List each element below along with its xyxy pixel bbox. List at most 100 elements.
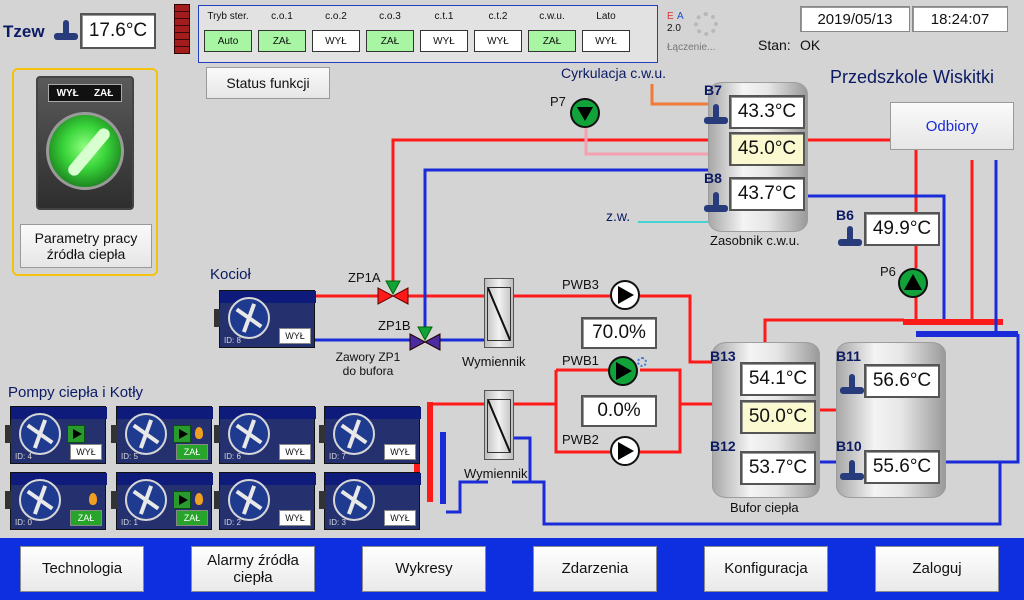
- b12-label: B12: [710, 438, 736, 454]
- pompy-label: Pompy ciepła i Kotły: [8, 384, 144, 401]
- spinner-icon: [694, 12, 718, 36]
- unit-id: ID: 2: [224, 518, 241, 527]
- unit-side-tab: [214, 491, 220, 509]
- unit-side-tab: [319, 491, 325, 509]
- fan-icon: [228, 413, 270, 455]
- b10-label: B10: [836, 438, 862, 454]
- b11-label: B11: [836, 348, 861, 364]
- mode-header: c.o.3: [379, 11, 401, 22]
- pwb2-percent: 0.0%: [581, 395, 657, 427]
- mode-header: c.o.2: [325, 11, 347, 22]
- run-icon: [173, 491, 191, 509]
- unit-id: ID: 4: [15, 452, 32, 461]
- nav-alarmy-button[interactable]: Alarmy źródła ciepła: [191, 546, 315, 592]
- mode-toggle[interactable]: ZAŁ: [258, 30, 306, 52]
- outdoor-sensor-icon: [54, 20, 78, 42]
- unit-status: WYŁ: [279, 444, 311, 460]
- pwb3-pump-icon[interactable]: [610, 280, 640, 310]
- mode-toggle[interactable]: Auto: [204, 30, 252, 52]
- nav-wykresy-button[interactable]: Wykresy: [362, 546, 486, 592]
- conn-e-label: E: [667, 11, 674, 22]
- pwb2-label: PWB2: [562, 432, 599, 447]
- zp1a-valve-icon[interactable]: [376, 280, 410, 308]
- b7-sensor-icon: [704, 104, 728, 126]
- b8-label: B8: [704, 170, 722, 186]
- unit-id: ID: 3: [329, 518, 346, 527]
- unit-status: ZAŁ: [70, 510, 102, 526]
- mode-header: c.o.1: [271, 11, 293, 22]
- parametry-button[interactable]: Parametry pracy źródła ciepła: [20, 224, 152, 268]
- wymiennik2-label: Wymiennik: [464, 466, 528, 481]
- mode-header: c.t.1: [434, 11, 454, 22]
- wymiennik2-icon: [484, 390, 514, 460]
- nav-technologia-button[interactable]: Technologia: [20, 546, 144, 592]
- b13-label: B13: [710, 348, 736, 364]
- zp1b-label: ZP1B: [378, 318, 411, 333]
- p7-pump-icon[interactable]: [570, 98, 600, 128]
- fan-icon: [333, 413, 375, 455]
- conn-version: 2.0: [667, 23, 681, 34]
- fan-icon: [19, 413, 61, 455]
- zp1b-valve-icon[interactable]: [408, 326, 442, 354]
- mode-toggle[interactable]: ZAŁ: [528, 30, 576, 52]
- mode-toggle[interactable]: WYŁ: [312, 30, 360, 52]
- unit-side-tab: [5, 491, 11, 509]
- flame-icon: [89, 493, 97, 505]
- b13-setpoint-display: 50.0°C: [740, 400, 816, 434]
- mode-toggle[interactable]: WYŁ: [582, 30, 630, 52]
- zasobnik-label: Zasobnik c.w.u.: [710, 233, 800, 248]
- mode-toggle[interactable]: ZAŁ: [366, 30, 414, 52]
- b6-display: 49.9°C: [864, 212, 940, 246]
- mode-toggle[interactable]: WYŁ: [420, 30, 468, 52]
- p6-label: P6: [880, 264, 896, 279]
- fan-icon: [125, 413, 167, 455]
- nav-zdarzenia-button[interactable]: Zdarzenia: [533, 546, 657, 592]
- stan-label: Stan:: [758, 37, 791, 53]
- b11-display: 56.6°C: [864, 364, 940, 398]
- bufor-label: Bufor ciepła: [730, 500, 799, 515]
- switch-knob-icon: [46, 112, 124, 190]
- mode-header: Tryb ster.: [207, 11, 249, 22]
- unit-status: WYŁ: [70, 444, 102, 460]
- firewall-icon: [174, 4, 190, 54]
- switch-on-label: ZAŁ: [93, 87, 114, 99]
- nav-konfiguracja-button[interactable]: Konfiguracja: [704, 546, 828, 592]
- unit-id: ID: 1: [121, 518, 138, 527]
- unit-side-tab: [319, 425, 325, 443]
- pwb1-percent: 70.0%: [581, 317, 657, 349]
- site-name: Przedszkole Wiskitki: [830, 67, 995, 87]
- nav-zaloguj-button[interactable]: Zaloguj: [875, 546, 999, 592]
- main-switch[interactable]: WYŁ ZAŁ: [36, 76, 134, 210]
- fan-icon: [228, 479, 270, 521]
- unit-id: ID: 6: [224, 452, 241, 461]
- b10-display: 55.6°C: [864, 450, 940, 484]
- p6-pump-icon[interactable]: [898, 268, 928, 298]
- heat-pump-unit[interactable]: WYŁ ID: 4: [5, 406, 107, 464]
- pwb2-pump-icon[interactable]: [610, 436, 640, 466]
- status-funkcji-button[interactable]: Status funkcji: [206, 67, 330, 99]
- heat-pump-unit[interactable]: WYŁ ID: 6: [214, 406, 316, 464]
- cyrkulacja-label: Cyrkulacja c.w.u.: [561, 65, 667, 81]
- nav-bar: [0, 538, 1024, 600]
- zw-label: z.w.: [606, 208, 631, 224]
- mode-header: c.t.2: [488, 11, 508, 22]
- odbiory-button[interactable]: Odbiory: [890, 102, 1014, 150]
- pwb1-gear-icon: [637, 357, 647, 367]
- mode-toggle[interactable]: WYŁ: [474, 30, 522, 52]
- unit-side-tab: [214, 425, 220, 443]
- fan-icon: [228, 297, 270, 339]
- b10-sensor-icon: [840, 460, 864, 482]
- b7-setpoint-display: 45.0°C: [729, 132, 805, 166]
- conn-status: Łączenie...: [667, 42, 716, 53]
- switch-panel: [12, 68, 158, 276]
- pwb1-pump-icon[interactable]: [608, 356, 638, 386]
- time-display: 18:24:07: [912, 6, 1008, 32]
- b6-label: B6: [836, 207, 854, 223]
